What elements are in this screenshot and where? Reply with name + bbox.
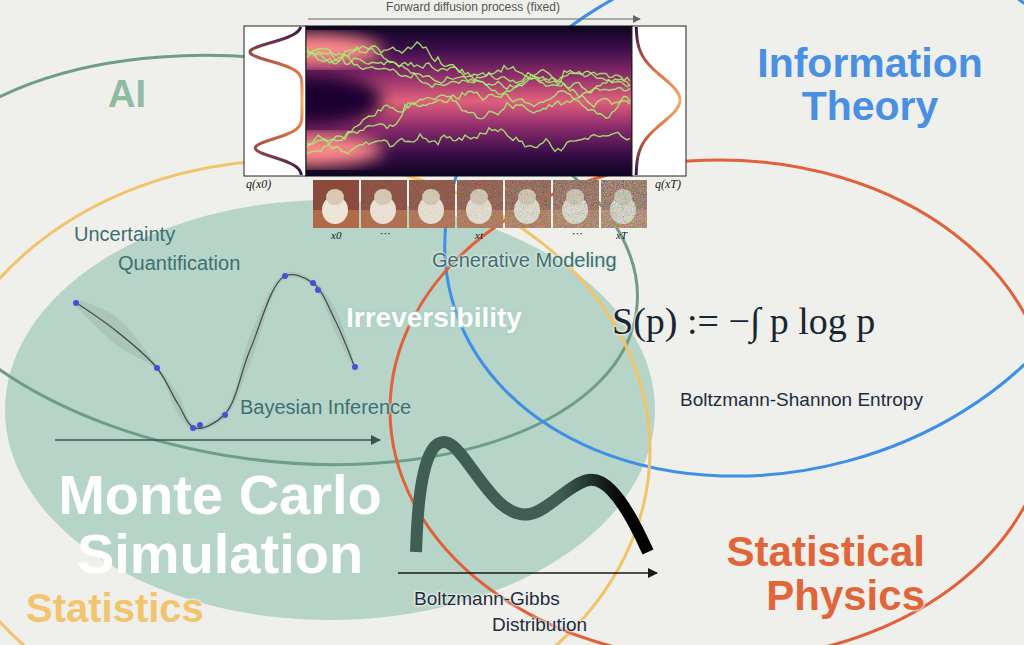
- illustration-part: [313, 180, 359, 228]
- diffusion-trajectory: [306, 52, 630, 89]
- illustration-part: [326, 189, 344, 205]
- step-label: xt: [475, 229, 483, 242]
- region-title: Information Theory: [735, 42, 1005, 128]
- diffusion-trajectory: [306, 46, 630, 95]
- noisy-image-thumbnail: [505, 180, 551, 228]
- data-pdf-panel: [244, 26, 306, 176]
- noisy-image-thumbnail: [457, 180, 503, 228]
- observation-dot: [222, 412, 228, 418]
- illustration-part: [306, 74, 382, 126]
- noisy-image-thumbnail: [409, 180, 455, 228]
- diffusion-panel: [306, 26, 632, 176]
- observation-dot: [310, 280, 316, 286]
- observation-dot: [315, 287, 321, 293]
- illustration-part: [601, 180, 647, 228]
- illustration-part: [553, 180, 599, 228]
- step-label: x0: [331, 229, 341, 242]
- topic-label: Uncertainty Quantification: [74, 220, 294, 278]
- axis-arrow: [398, 572, 657, 574]
- noisy-image-thumbnail: [361, 180, 407, 228]
- illustration-part: [601, 180, 647, 228]
- diffusion-frame: [306, 26, 632, 176]
- illustration-part: [553, 180, 599, 228]
- illustration-part: [505, 180, 551, 228]
- illustration-part: [409, 180, 455, 228]
- region-ellipse-shape: [390, 160, 1024, 645]
- illustration-part: [361, 180, 407, 228]
- observation-dot: [197, 422, 203, 428]
- step-label: xT: [616, 229, 627, 242]
- central-theme: Irreversibility: [346, 302, 522, 334]
- formula-caption: Boltzmann-Shannon Entropy: [680, 389, 923, 411]
- illustration-part: [457, 180, 503, 228]
- distribution-label: q(xT): [655, 178, 681, 192]
- noisy-image-thumbnail: [553, 180, 599, 228]
- illustration-part: [361, 180, 407, 228]
- curve-caption: Boltzmann-Gibbs Distribution: [414, 586, 624, 637]
- boltzmann-curve: [416, 442, 648, 552]
- observation-dot: [73, 300, 79, 306]
- observation-dot: [282, 273, 288, 279]
- region-title: Monte Carlo Simulation: [20, 466, 420, 584]
- step-label: ⋯: [380, 227, 391, 240]
- diffusion-trajectory: [306, 46, 630, 87]
- noise-pdf-panel: [632, 26, 686, 176]
- noise-pdf-curve: [636, 27, 680, 175]
- axis-arrow: [55, 439, 380, 441]
- observation-dot: [154, 365, 160, 371]
- region-ellipse-shape: [5, 200, 655, 620]
- noisy-image-thumbnail: [601, 180, 647, 228]
- diffusion-trajectory: [306, 128, 630, 154]
- diffusion-trajectory: [306, 42, 630, 107]
- process-caption: Forward diffusion process (fixed): [308, 1, 638, 15]
- illustration-part: [505, 180, 551, 228]
- region-title: Statistics: [26, 586, 204, 630]
- region-title: AI: [108, 74, 146, 116]
- topic-label: Bayesian Inference: [240, 396, 411, 419]
- illustration-part: [409, 180, 455, 228]
- distribution-label: q(x0): [246, 178, 271, 192]
- diffusion-trajectory: [306, 88, 630, 154]
- entropy-formula: S(p) := −∫ p log p: [612, 300, 875, 344]
- topic-label: Generative Modeling: [432, 249, 617, 272]
- step-label: ⋯: [572, 227, 583, 240]
- region-title: Statistical Physics: [640, 530, 925, 618]
- observation-dot: [190, 425, 196, 431]
- noisy-image-thumbnail: [313, 180, 359, 228]
- process-arrow: [308, 19, 640, 20]
- data-pdf-curve: [250, 27, 302, 175]
- observation-dot: [352, 364, 358, 370]
- illustration-part: [457, 180, 503, 228]
